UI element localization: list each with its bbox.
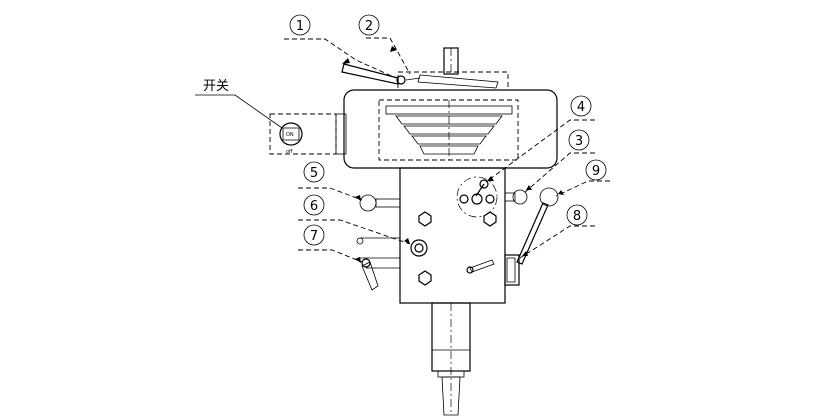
callout-4: 4 [570, 95, 592, 117]
spindle [431, 302, 471, 416]
callout-7-label: 7 [310, 229, 318, 244]
leaders [195, 37, 610, 263]
switch-off-text: off [286, 149, 293, 155]
callout-3-label: 3 [575, 134, 583, 149]
stepped-pulley [385, 100, 513, 160]
callout-9: 9 [585, 159, 607, 181]
callout-4-label: 4 [577, 100, 585, 115]
callout-8: 8 [566, 204, 588, 226]
part-8-shift-lever [466, 254, 520, 286]
callout-8-label: 8 [573, 209, 581, 224]
callout-1: 1 [289, 14, 311, 36]
part-7-lever [356, 237, 400, 291]
part-3-handle [504, 189, 528, 205]
part-9-lever [516, 187, 559, 265]
callout-5: 5 [303, 161, 325, 183]
switch-box: ON off [269, 113, 347, 155]
column-body [399, 167, 506, 304]
switch-label: 开关 [203, 79, 229, 94]
part-5-rod [359, 194, 401, 212]
head-housing [343, 89, 558, 169]
callout-1-label: 1 [296, 19, 304, 34]
callout-6-label: 6 [310, 199, 318, 214]
callout-6: 6 [303, 194, 325, 216]
switch-on-text: ON [286, 132, 294, 138]
callout-7: 7 [303, 224, 325, 246]
callout-2: 2 [358, 14, 380, 36]
callout-9-label: 9 [592, 164, 600, 179]
top-cover [341, 47, 509, 91]
callout-5-label: 5 [310, 166, 318, 181]
callout-2-label: 2 [365, 19, 373, 34]
callout-3: 3 [568, 129, 590, 151]
